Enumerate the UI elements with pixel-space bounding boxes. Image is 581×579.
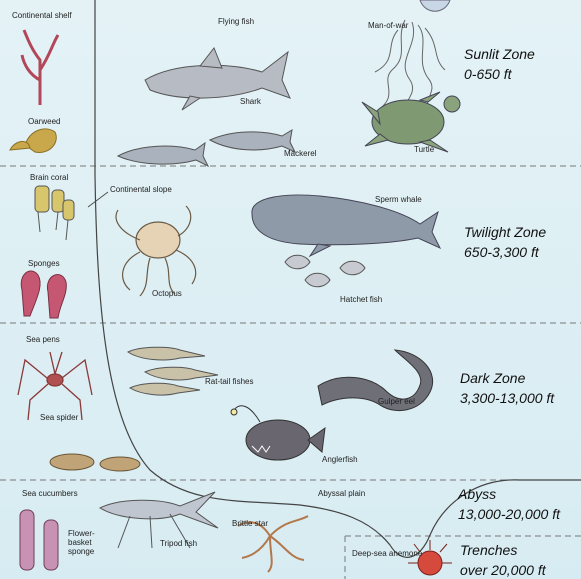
oarweed-icon (10, 129, 56, 153)
zone-twilight-depth: 650-3,300 ft (464, 242, 546, 262)
label-gulper-eel: Gulper eel (378, 398, 415, 407)
zone-trenches-name: Trenches (460, 540, 546, 560)
turtle-icon (362, 92, 460, 152)
hatchet-fish-icon (285, 255, 365, 287)
label-abyssal-plain: Abyssal plain (318, 490, 365, 499)
continental-slope-pointer (88, 192, 108, 207)
zone-abyss: Abyss 13,000-20,000 ft (458, 484, 560, 524)
tripod-fish-icon (100, 492, 218, 548)
jellyfish-icon (420, 0, 450, 11)
label-man-of-war: Man-of-war (368, 22, 408, 31)
label-sea-spider: Sea spider (40, 414, 78, 423)
zone-sunlit-name: Sunlit Zone (464, 44, 535, 64)
zone-twilight: Twilight Zone 650-3,300 ft (464, 222, 546, 262)
label-continental-slope: Continental slope (110, 186, 172, 195)
zone-twilight-name: Twilight Zone (464, 222, 546, 242)
label-brittle-star: Brittle star (232, 520, 268, 529)
rat-tail-fishes-icon (128, 347, 218, 395)
zone-sunlit: Sunlit Zone 0-650 ft (464, 44, 535, 84)
flower-basket-sponge-icon (20, 510, 58, 570)
sea-cucumbers-floor-icon (50, 454, 140, 471)
shark-icon (145, 48, 290, 110)
label-sponges: Sponges (28, 260, 60, 269)
label-shark: Shark (240, 98, 261, 107)
label-sea-cucumbers: Sea cucumbers (22, 490, 78, 499)
zone-dark-depth: 3,300-13,000 ft (460, 388, 554, 408)
label-flower-basket-sponge: Flower-basket sponge (68, 530, 112, 556)
label-turtle: Turtle (414, 146, 434, 155)
octopus-icon (116, 206, 196, 296)
zone-abyss-name: Abyss (458, 484, 560, 504)
seaweed-icon (22, 30, 58, 105)
label-continental-shelf: Continental shelf (12, 12, 72, 21)
mackerel-icon (118, 130, 295, 166)
sea-spider-icon (18, 352, 92, 420)
sponges-icon (21, 271, 66, 318)
gulper-eel-icon (318, 350, 433, 411)
label-flying-fish: Flying fish (218, 18, 254, 27)
label-oarweed: Oarweed (28, 118, 60, 127)
label-hatchet-fish: Hatchet fish (340, 296, 382, 305)
label-sea-pens: Sea pens (26, 336, 60, 345)
anglerfish-icon (231, 406, 325, 460)
brain-coral-icon (35, 186, 74, 240)
label-deep-sea-anemone: Deep-sea anemone (352, 550, 422, 559)
zone-dark-name: Dark Zone (460, 368, 554, 388)
zone-abyss-depth: 13,000-20,000 ft (458, 504, 560, 524)
label-sperm-whale: Sperm whale (375, 196, 422, 205)
label-octopus: Octopus (152, 290, 182, 299)
zone-trenches-depth: over 20,000 ft (460, 560, 546, 579)
label-rat-tail-fishes: Rat-tail fishes (205, 378, 253, 387)
label-mackerel: Mackerel (284, 150, 316, 159)
zone-trenches: Trenches over 20,000 ft (460, 540, 546, 579)
label-anglerfish: Anglerfish (322, 456, 358, 465)
label-tripod-fish: Tripod fish (160, 540, 197, 549)
zone-sunlit-depth: 0-650 ft (464, 64, 535, 84)
zone-dark: Dark Zone 3,300-13,000 ft (460, 368, 554, 408)
label-brain-coral: Brain coral (30, 174, 68, 183)
